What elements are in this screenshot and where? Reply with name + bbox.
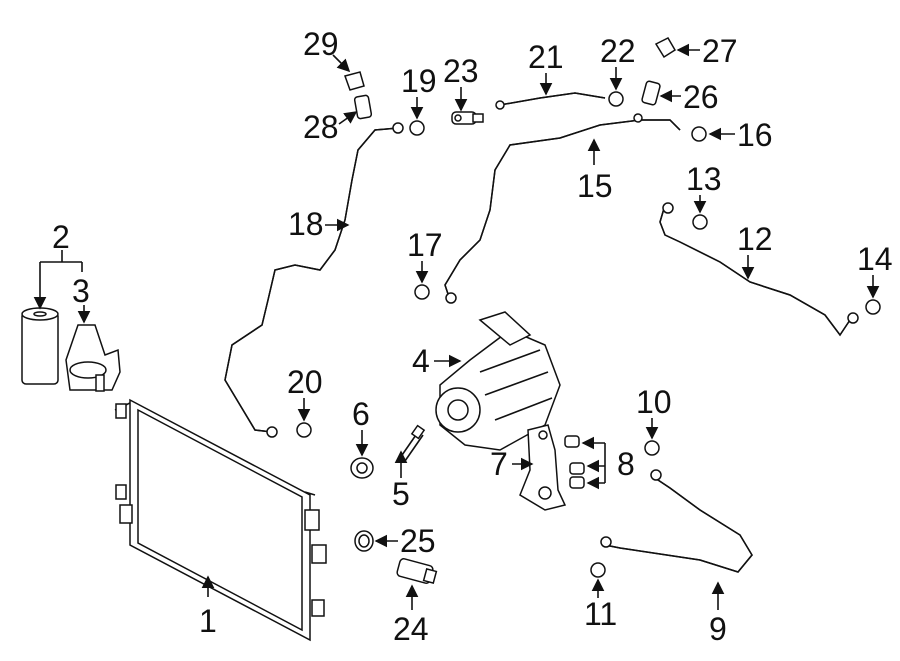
callout-15: 15	[577, 138, 613, 204]
o-ring-14	[865, 299, 881, 315]
drier-bracket	[65, 324, 121, 392]
hose-9	[600, 469, 753, 573]
callout-19: 19	[401, 63, 437, 120]
svg-text:2: 2	[52, 219, 70, 255]
cap-27	[654, 37, 677, 59]
svg-text:1: 1	[199, 603, 217, 639]
o-ring-17	[414, 284, 430, 300]
callout-13: 13	[686, 161, 722, 214]
svg-text:26: 26	[683, 79, 719, 115]
svg-text:20: 20	[287, 364, 323, 400]
svg-text:5: 5	[392, 476, 410, 512]
hose-18	[224, 122, 404, 438]
svg-text:3: 3	[72, 273, 90, 309]
svg-text:18: 18	[288, 206, 324, 242]
svg-text:22: 22	[600, 33, 636, 69]
callout-21: 21	[528, 39, 564, 96]
line-21	[495, 92, 606, 110]
callout-11: 11	[584, 578, 617, 632]
svg-text:10: 10	[636, 384, 672, 420]
svg-text:7: 7	[490, 446, 508, 482]
svg-text:12: 12	[737, 221, 773, 257]
callout-22: 22	[600, 33, 636, 91]
callout-16: 16	[708, 117, 773, 153]
o-ring-11	[590, 562, 606, 578]
svg-text:27: 27	[702, 33, 738, 69]
svg-text:24: 24	[393, 611, 429, 647]
compressor	[435, 311, 561, 451]
o-ring-20	[296, 422, 312, 438]
svg-text:21: 21	[528, 39, 564, 75]
callout-5: 5	[392, 450, 410, 512]
callout-29: 29	[303, 26, 351, 73]
callout-23: 23	[443, 53, 479, 112]
svg-text:28: 28	[303, 109, 339, 145]
receiver-drier	[21, 307, 59, 385]
sensor-23	[451, 111, 484, 125]
callout-9: 9	[709, 581, 727, 647]
svg-text:15: 15	[577, 168, 613, 204]
svg-text:8: 8	[617, 446, 635, 482]
o-ring-13	[692, 214, 708, 230]
callout-20: 20	[287, 364, 323, 422]
hose-15	[444, 113, 681, 304]
callout-7: 7	[490, 446, 534, 482]
callout-14: 14	[857, 241, 893, 299]
svg-text:29: 29	[303, 26, 339, 62]
bushing	[350, 457, 374, 479]
callout-28: 28	[303, 109, 358, 145]
callout-4: 4	[412, 343, 462, 379]
callout-3: 3	[72, 273, 91, 324]
callout-26: 26	[659, 79, 719, 115]
callout-24: 24	[393, 584, 429, 647]
callout-2: 2	[33, 219, 83, 310]
svg-text:14: 14	[857, 241, 893, 277]
o-ring-16	[691, 126, 707, 142]
callout-1: 1	[199, 575, 217, 639]
callout-10: 10	[636, 384, 672, 440]
svg-text:23: 23	[443, 53, 479, 89]
svg-text:25: 25	[400, 523, 436, 559]
o-ring-19	[409, 120, 425, 136]
svg-text:13: 13	[686, 161, 722, 197]
switch-24	[396, 558, 438, 585]
bolt	[399, 424, 426, 462]
svg-text:9: 9	[709, 611, 727, 647]
valve-core-28	[353, 94, 373, 120]
seal-25	[354, 530, 374, 552]
callout-17: 17	[407, 227, 443, 284]
svg-text:17: 17	[407, 227, 443, 263]
svg-text:19: 19	[401, 63, 437, 99]
svg-text:16: 16	[737, 117, 773, 153]
valve-core-26	[641, 80, 661, 106]
svg-text:11: 11	[584, 596, 617, 632]
o-ring-22	[608, 91, 624, 107]
callout-18: 18	[288, 206, 350, 242]
callout-25: 25	[374, 523, 436, 559]
compressor-bracket	[519, 424, 567, 511]
condenser	[114, 398, 327, 642]
callout-8: 8	[581, 436, 635, 490]
hose-12	[659, 202, 859, 337]
svg-text:4: 4	[412, 343, 430, 379]
callout-27: 27	[676, 33, 738, 69]
o-ring-10	[644, 440, 660, 456]
spacers	[564, 435, 585, 489]
callout-6: 6	[352, 396, 370, 457]
svg-text:6: 6	[352, 396, 370, 432]
callout-12: 12	[737, 221, 773, 280]
cap-29	[344, 71, 365, 91]
